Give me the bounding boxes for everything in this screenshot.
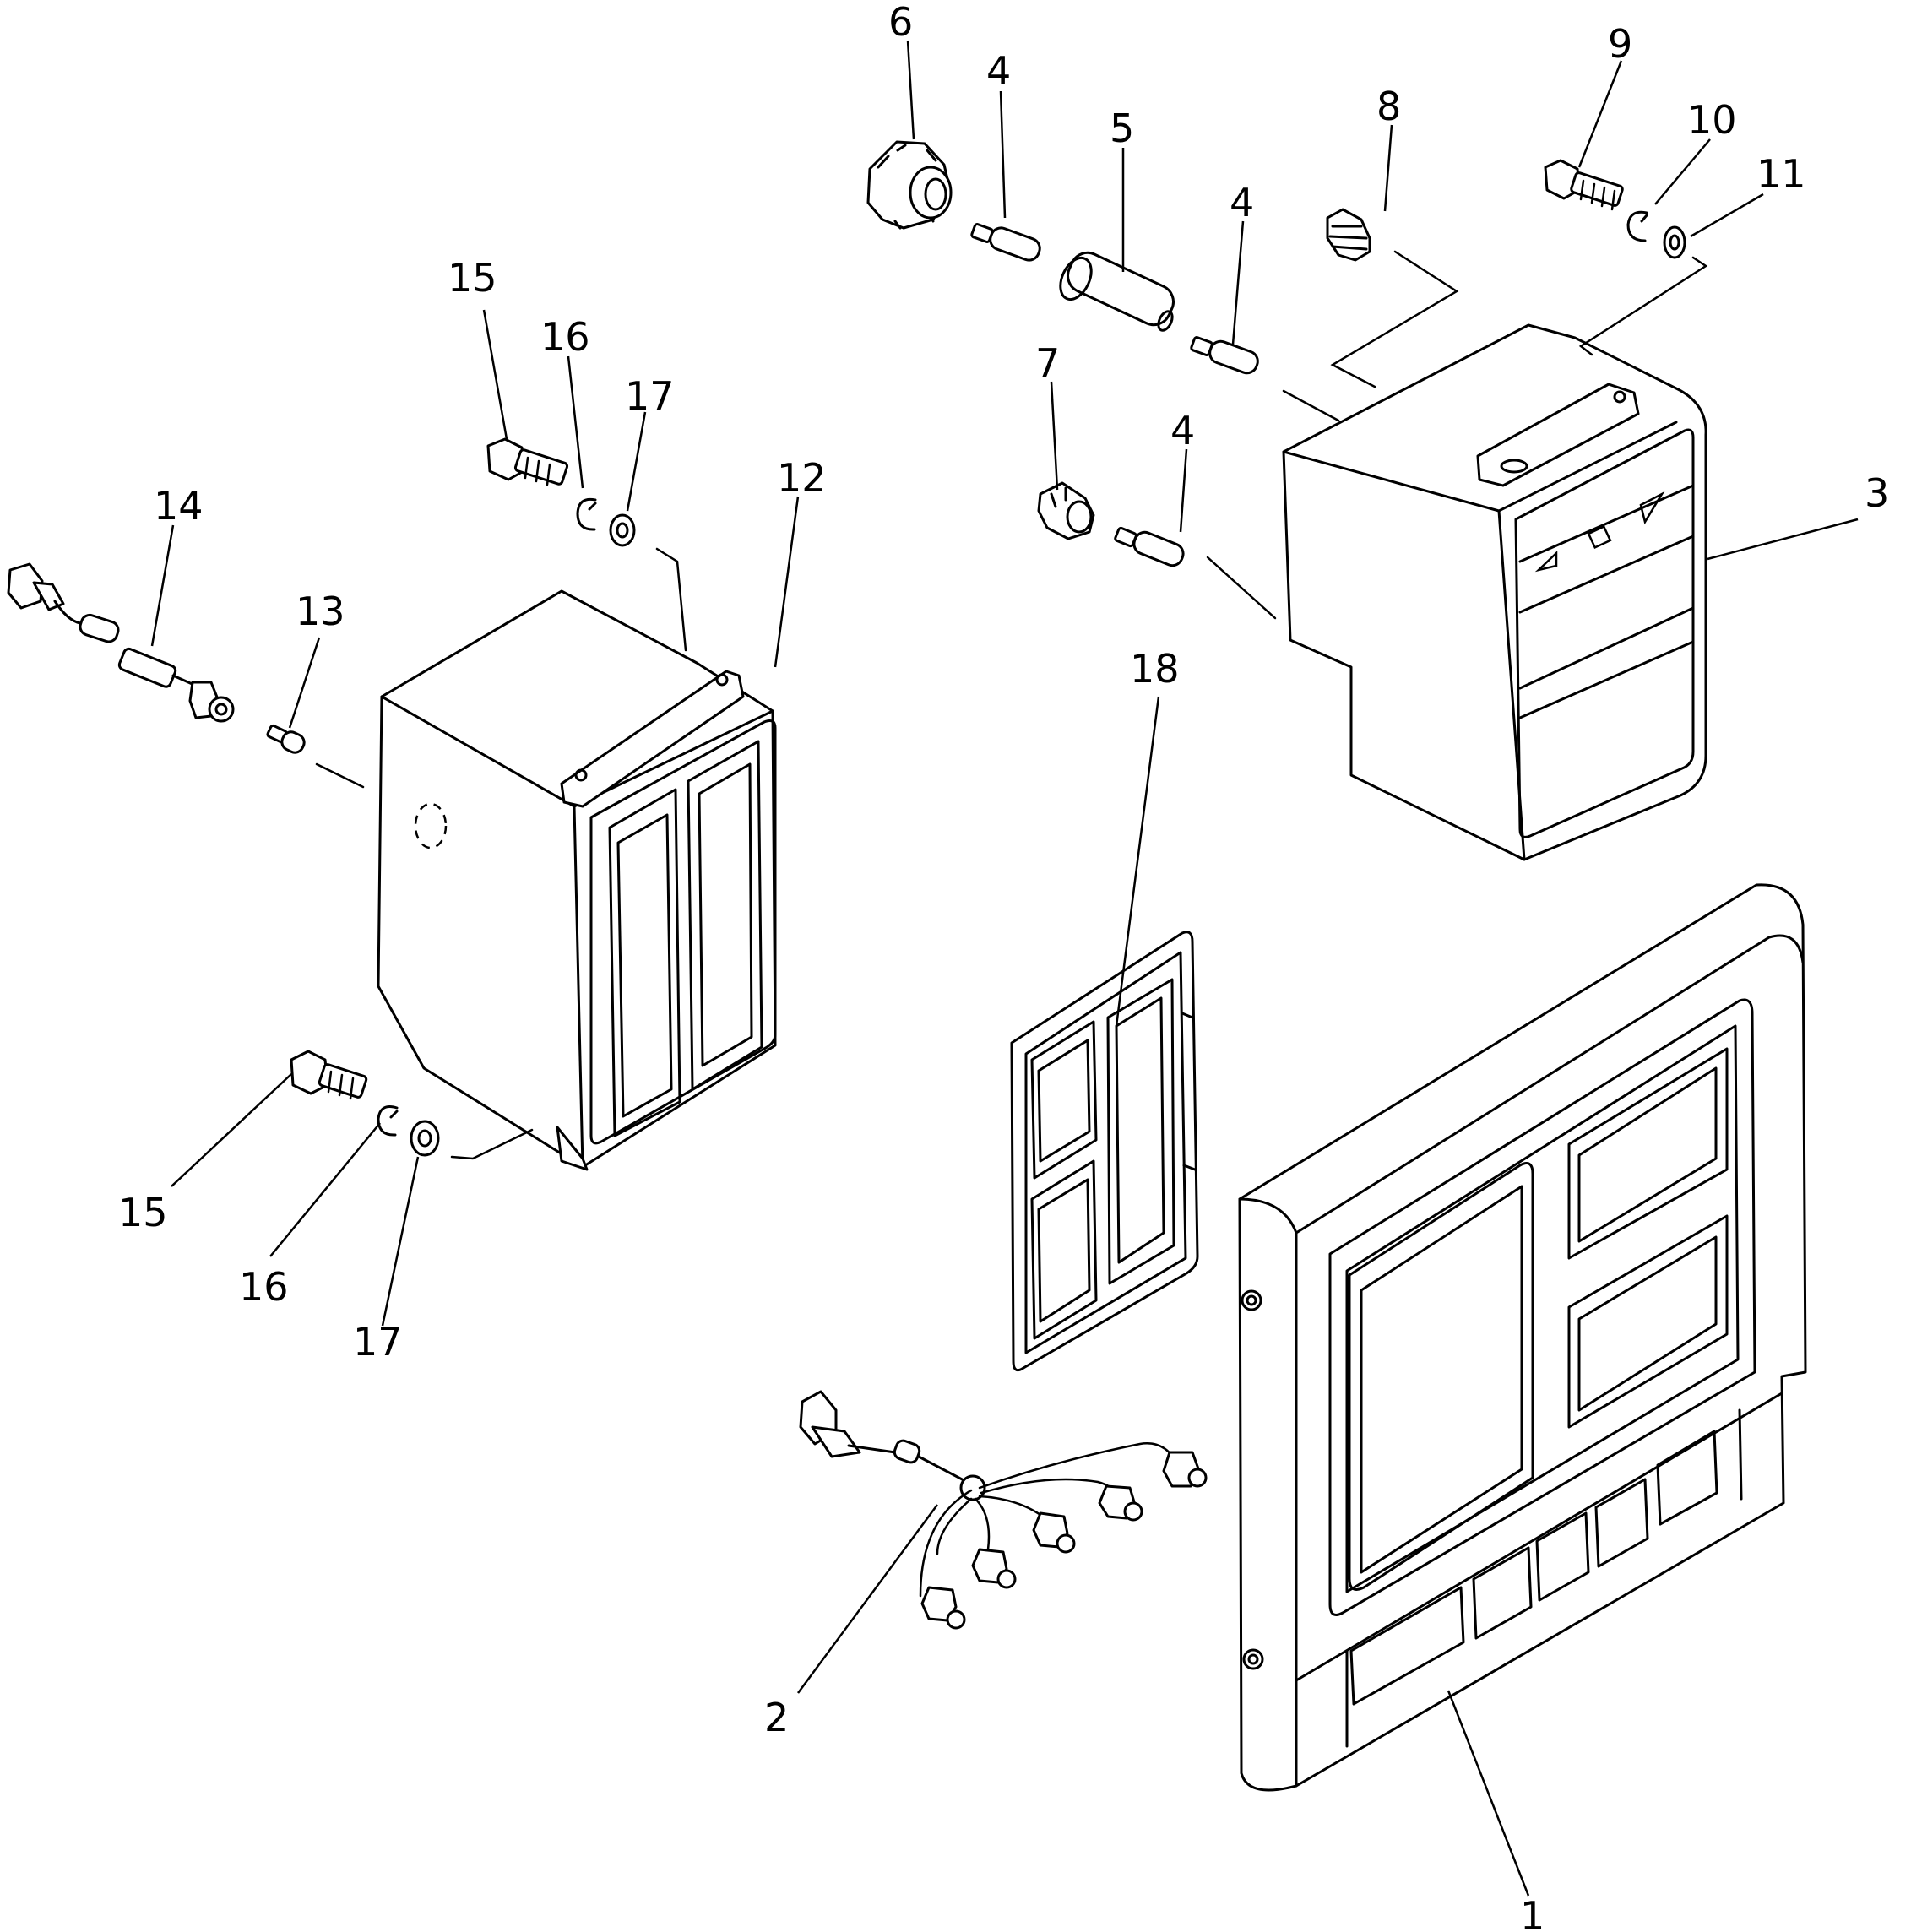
part-6-socket — [866, 140, 953, 230]
part-15-bolt-lower — [290, 1050, 368, 1100]
part-5-tube — [1059, 251, 1175, 332]
callout-4-middle: 4 — [1230, 180, 1254, 225]
callout-15-upper: 15 — [448, 255, 497, 301]
part-4-bulb-top — [970, 223, 1041, 262]
part-18-gasket — [1010, 931, 1199, 1372]
part-2-wiring-harness — [799, 1390, 1208, 1630]
callout-16-lower: 16 — [239, 1264, 289, 1310]
part-12-gauge-housing — [377, 589, 777, 1171]
callout-12: 12 — [777, 455, 827, 501]
callout-1: 1 — [1520, 1893, 1545, 1932]
callout-17-upper: 17 — [625, 373, 675, 419]
callout-13: 13 — [296, 589, 345, 634]
callout-4-bottom: 4 — [1170, 408, 1195, 453]
assembly-lines — [315, 250, 1708, 1160]
part-17-washer-upper — [609, 513, 636, 547]
callout-11: 11 — [1756, 151, 1806, 197]
callout-4-top: 4 — [986, 48, 1011, 94]
callout-leaders — [150, 40, 1859, 1897]
part-4-bulb-middle — [1190, 336, 1259, 375]
callout-10: 10 — [1687, 97, 1737, 143]
part-7-socket — [1037, 481, 1095, 540]
callout-9: 9 — [1608, 21, 1632, 67]
part-3-gauge-housing — [1282, 323, 1707, 861]
part-14-wiring — [7, 562, 235, 723]
callout-5: 5 — [1110, 106, 1134, 151]
callout-7: 7 — [1035, 340, 1060, 386]
callout-8: 8 — [1376, 84, 1401, 129]
part-4-bulb-bottom — [1114, 526, 1185, 567]
part-9-bolt — [1544, 159, 1624, 211]
callout-17-lower: 17 — [353, 1319, 403, 1365]
part-10-spring-washer — [1626, 210, 1648, 242]
callout-14: 14 — [154, 483, 204, 529]
part-15-bolt-upper — [486, 437, 569, 486]
callout-6: 6 — [888, 0, 913, 45]
part-16-spring-washer-upper — [576, 497, 597, 531]
part-13-bulb — [266, 724, 306, 754]
callout-numbers: 6 4 5 4 8 9 10 11 7 4 3 15 16 17 12 14 1… — [118, 0, 1889, 1932]
part-8-plug — [1326, 208, 1371, 262]
callout-18: 18 — [1130, 646, 1180, 692]
part-1-panel-frame — [1238, 883, 1807, 1792]
part-11-washer — [1663, 225, 1686, 259]
part-17-washer-lower — [410, 1120, 440, 1157]
callout-16-upper: 16 — [540, 314, 590, 360]
callout-15-lower: 15 — [118, 1190, 168, 1235]
callout-2: 2 — [764, 1695, 789, 1740]
part-16-spring-washer-lower — [377, 1105, 399, 1137]
callout-3: 3 — [1865, 470, 1889, 516]
